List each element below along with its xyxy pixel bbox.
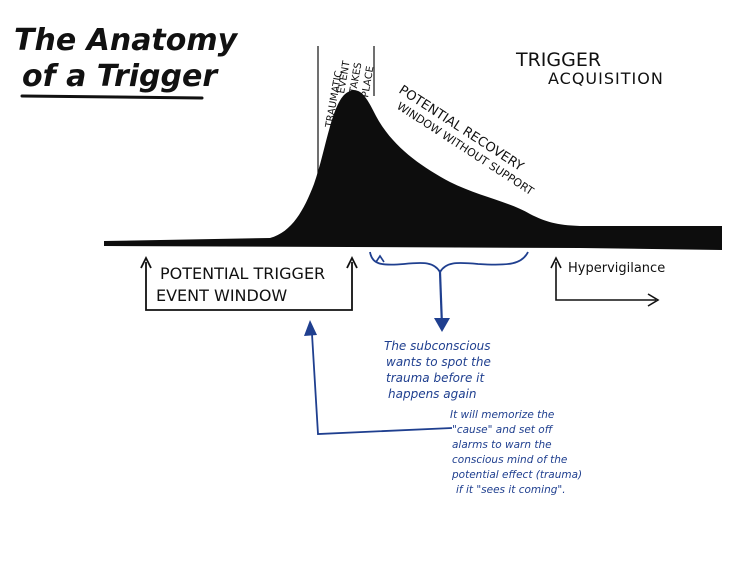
trigger-acquisition-line-1: TRIGGER: [515, 49, 601, 71]
subconscious-note: The subconscious wants to spot the traum…: [384, 339, 491, 401]
memorize-line-3: alarms to warn the: [452, 439, 552, 451]
hypervigilance-label: Hypervigilance: [568, 261, 665, 276]
traumatic-event-line-4: PLACE: [360, 65, 376, 98]
memorize-line-4: conscious mind of the: [452, 454, 567, 466]
trigger-window-bracket: POTENTIAL TRIGGER EVENT WINDOW: [140, 255, 358, 311]
subconscious-line-4: happens again: [388, 387, 477, 401]
trigger-window-outline: [145, 262, 353, 311]
recovery-brace-curve: [369, 251, 529, 274]
memorize-note: It will memorize the "cause" and set off…: [450, 409, 582, 496]
trigger-window-line-1: POTENTIAL TRIGGER: [160, 264, 325, 283]
hypervigilance-up-arrow: [550, 256, 562, 269]
subconscious-line-2: wants to spot the: [386, 355, 491, 369]
recovery-brace-tick: [375, 254, 385, 263]
trigger-window-line-2: EVENT WINDOW: [156, 286, 287, 305]
recovery-brace: [369, 251, 529, 332]
memorize-line-2: "cause" and set off: [452, 424, 554, 436]
subconscious-pointer: [438, 271, 444, 327]
subconscious-line-3: trauma before it: [386, 371, 485, 385]
hypervigilance-axis-lines: [555, 262, 656, 301]
trigger-acquisition-line-2: ACQUISITION: [548, 69, 664, 88]
memorize-arrow: [304, 320, 453, 435]
title: The Anatomy of a Trigger: [14, 23, 239, 100]
memorize-arrow-line: [311, 333, 453, 435]
memorize-line-1: It will memorize the: [450, 409, 554, 421]
title-underline: [20, 94, 204, 100]
subconscious-line-1: The subconscious: [384, 339, 491, 353]
title-line-2: of a Trigger: [22, 59, 219, 94]
title-line-1: The Anatomy: [14, 23, 239, 58]
trigger-window-arrow-right: [346, 255, 358, 269]
memorize-arrow-head: [304, 320, 317, 336]
memorize-line-6: if it "sees it coming".: [456, 484, 566, 496]
trigger-window-arrow-left: [140, 255, 152, 269]
hypervigilance-right-arrow: [647, 293, 660, 307]
trauma-curve: [104, 90, 722, 250]
hypervigilance-axes: Hypervigilance: [550, 256, 665, 307]
subconscious-pointer-head: [434, 318, 450, 332]
memorize-line-5: potential effect (trauma): [451, 469, 582, 481]
trigger-acquisition-label: TRIGGER ACQUISITION: [515, 49, 664, 88]
